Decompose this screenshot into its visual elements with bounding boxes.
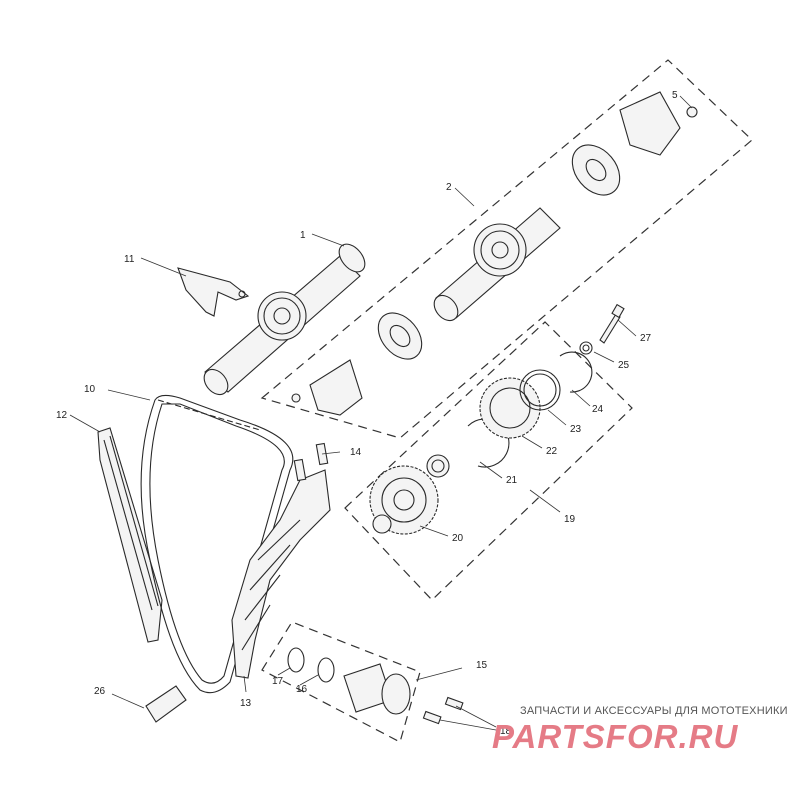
- circlip-24: [559, 351, 593, 393]
- decompressor-assembly-top: [571, 91, 698, 196]
- callout-20: 20: [452, 533, 464, 544]
- callout-18: 18: [500, 726, 512, 737]
- callout-27: 27: [640, 333, 652, 344]
- chain-guide-rail: [97, 427, 163, 643]
- decompressor-assembly-center: [291, 312, 423, 416]
- leader-lines: [69, 95, 693, 731]
- callout-16: 16: [296, 684, 308, 695]
- group-box-gear-set: [344, 321, 633, 601]
- tensioner-rail: [231, 469, 331, 679]
- callout-19: 19: [564, 514, 576, 525]
- pin-26: [145, 685, 187, 723]
- timing-chain: [140, 394, 294, 694]
- bearing: [426, 454, 450, 478]
- callout-2: 2: [446, 182, 452, 193]
- callout-1: 1: [300, 230, 306, 241]
- callout-14: 14: [350, 447, 362, 458]
- group-box-tensioner: [261, 621, 421, 743]
- callout-23: 23: [570, 424, 582, 435]
- callout-15: 15: [476, 660, 488, 671]
- group-box-camshaft-assembly: [260, 59, 753, 439]
- watermark-tagline: ЗАПЧАСТИ И АКСЕССУАРЫ ДЛЯ МОТОТЕХНИКИ: [520, 705, 788, 717]
- camshaft-right: [433, 207, 561, 322]
- callout-17: 17: [272, 676, 284, 687]
- callout-5: 5: [672, 90, 678, 101]
- tensioner-bolts: [422, 696, 464, 725]
- sprocket-22: [479, 377, 541, 439]
- o-ring-16: [317, 657, 335, 683]
- callout-24: 24: [592, 404, 604, 415]
- callout-12: 12: [56, 410, 68, 421]
- bracket: [177, 267, 250, 317]
- washer-25: [579, 341, 593, 355]
- callout-25: 25: [618, 360, 630, 371]
- chain-tensioner: [343, 663, 411, 715]
- callout-10: 10: [84, 384, 96, 395]
- callout-22: 22: [546, 446, 558, 457]
- o-ring-17: [287, 647, 305, 673]
- callout-21: 21: [506, 475, 518, 486]
- needle-bearing: [372, 514, 392, 534]
- callout-26: 26: [94, 686, 106, 697]
- camshaft-left: [203, 243, 366, 396]
- ring-23: [519, 369, 561, 411]
- callout-11: 11: [124, 254, 135, 265]
- bolt-27: [599, 303, 625, 344]
- watermark-logo: PARTSFOR.RU: [492, 718, 739, 755]
- callout-13: 13: [240, 698, 252, 709]
